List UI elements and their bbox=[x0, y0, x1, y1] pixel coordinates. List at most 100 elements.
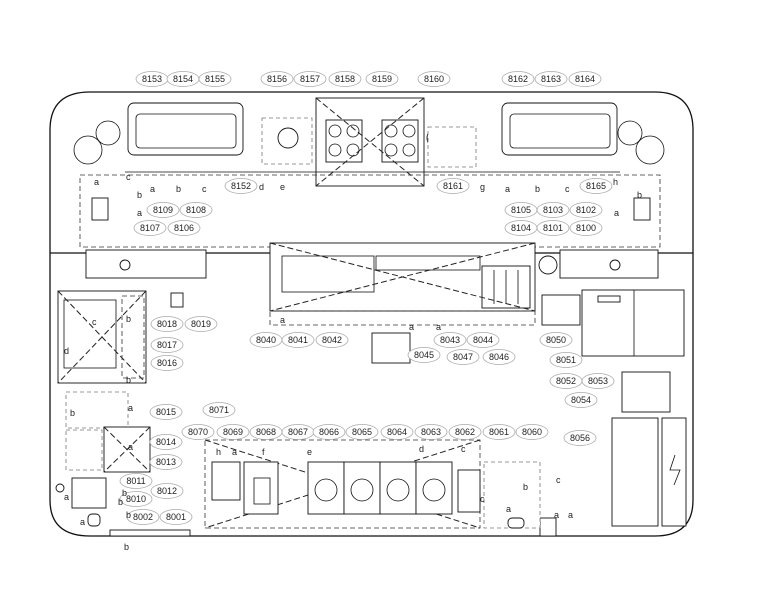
tag-label: 8062 bbox=[455, 427, 475, 437]
equipment-tag-8053: 8053 bbox=[581, 373, 615, 389]
equipment-tag-8016: 8016 bbox=[150, 355, 184, 371]
wash-station-left bbox=[91, 197, 109, 221]
position-letter: a bbox=[80, 517, 85, 527]
position-letter: d bbox=[259, 182, 264, 192]
tag-label: 8109 bbox=[153, 205, 173, 215]
equipment-tag-8161: 8161 bbox=[436, 178, 470, 194]
right-zone bbox=[541, 289, 687, 527]
position-letter: b bbox=[122, 488, 127, 498]
mixer-bowl-left bbox=[277, 127, 299, 149]
burner-cabinet-1 bbox=[307, 461, 345, 515]
tag-label: 8014 bbox=[156, 437, 176, 447]
tag-label: 8157 bbox=[300, 74, 320, 84]
tag-ellipse bbox=[563, 430, 597, 446]
tag-ellipse bbox=[198, 71, 232, 87]
tag-label: 8066 bbox=[319, 427, 339, 437]
position-letter: a bbox=[137, 208, 142, 218]
tag-ellipse bbox=[119, 473, 153, 489]
tag-ellipse bbox=[167, 220, 201, 236]
position-letter: a bbox=[64, 492, 69, 502]
column-circle-right-2 bbox=[617, 120, 643, 146]
equipment-tag-8015: 8015 bbox=[149, 404, 183, 420]
tag-label: 8156 bbox=[267, 74, 287, 84]
left-zone bbox=[55, 290, 184, 527]
column-circle-left bbox=[73, 135, 103, 165]
equipment-tag-8010: 8010 bbox=[119, 491, 153, 507]
position-letter: c bbox=[92, 317, 97, 327]
tag-ellipse bbox=[184, 316, 218, 332]
door-frame bbox=[109, 529, 191, 537]
tag-ellipse bbox=[436, 178, 470, 194]
island-table bbox=[371, 332, 411, 364]
tag-label: 8068 bbox=[256, 427, 276, 437]
tag-ellipse bbox=[281, 332, 315, 348]
tag-ellipse bbox=[179, 202, 213, 218]
position-letter: b bbox=[523, 482, 528, 492]
tag-ellipse bbox=[315, 332, 349, 348]
freezer-left bbox=[611, 417, 659, 527]
position-letter: e bbox=[280, 182, 285, 192]
column-circle-left-2 bbox=[95, 120, 121, 146]
equipment-tag-8157: 8157 bbox=[293, 71, 327, 87]
combi-oven bbox=[243, 461, 279, 515]
position-letter: c bbox=[556, 475, 561, 485]
tag-label: 8065 bbox=[352, 427, 372, 437]
position-letter: a bbox=[232, 447, 237, 457]
tag-label: 8042 bbox=[322, 335, 342, 345]
position-letter: b bbox=[535, 184, 540, 194]
tag-label: 8063 bbox=[421, 427, 441, 437]
tag-label: 8100 bbox=[576, 223, 596, 233]
position-letter: h bbox=[216, 447, 221, 457]
tag-label: 8154 bbox=[173, 74, 193, 84]
position-letter: a bbox=[280, 315, 285, 325]
tag-label: 8158 bbox=[335, 74, 355, 84]
tag-ellipse bbox=[549, 352, 583, 368]
tag-label: 8045 bbox=[414, 350, 434, 360]
tag-label: 8153 bbox=[142, 74, 162, 84]
tag-ellipse bbox=[579, 178, 613, 194]
tag-label: 8012 bbox=[157, 486, 177, 496]
equipment-tag-8060: 8060 bbox=[515, 424, 549, 440]
tag-ellipse bbox=[133, 220, 167, 236]
equipment-tag-8155: 8155 bbox=[198, 71, 232, 87]
tag-ellipse bbox=[581, 373, 615, 389]
position-letter: c bbox=[461, 444, 466, 454]
position-letter: b bbox=[124, 542, 129, 552]
tag-label: 8019 bbox=[191, 319, 211, 329]
position-letter: d bbox=[64, 346, 69, 356]
position-letter: b bbox=[70, 408, 75, 418]
burner-cabinet-2 bbox=[343, 461, 381, 515]
position-letter: b bbox=[126, 314, 131, 324]
tag-label: 8041 bbox=[288, 335, 308, 345]
tag-ellipse bbox=[414, 424, 448, 440]
tag-ellipse bbox=[539, 332, 573, 348]
tag-ellipse bbox=[149, 434, 183, 450]
equipment-tag-8100: 8100 bbox=[569, 220, 603, 236]
equipment-tag-8106: 8106 bbox=[167, 220, 201, 236]
tag-ellipse bbox=[149, 454, 183, 470]
tag-label: 8155 bbox=[205, 74, 225, 84]
equipment-tag-8012: 8012 bbox=[150, 483, 184, 499]
equipment-tag-8162: 8162 bbox=[501, 71, 535, 87]
equipment-tag-8068: 8068 bbox=[249, 424, 283, 440]
tag-label: 8108 bbox=[186, 205, 206, 215]
tag-label: 8101 bbox=[543, 223, 563, 233]
burner-cabinet-4 bbox=[415, 461, 453, 515]
tag-ellipse bbox=[365, 71, 399, 87]
equipment-tag-8063: 8063 bbox=[414, 424, 448, 440]
tag-label: 8015 bbox=[156, 407, 176, 417]
tag-label: 8046 bbox=[489, 352, 509, 362]
tag-ellipse bbox=[501, 71, 535, 87]
upper-zone bbox=[73, 97, 665, 279]
pass-counter-right bbox=[559, 249, 659, 279]
position-letter: c bbox=[126, 172, 131, 182]
tag-label: 8016 bbox=[157, 358, 177, 368]
equipment-tag-8017: 8017 bbox=[150, 337, 184, 353]
tag-label: 8010 bbox=[126, 494, 146, 504]
cook-line bbox=[204, 439, 541, 529]
tag-ellipse bbox=[515, 424, 549, 440]
tag-ellipse bbox=[150, 337, 184, 353]
tag-label: 8165 bbox=[586, 181, 606, 191]
position-letter: b bbox=[176, 184, 181, 194]
